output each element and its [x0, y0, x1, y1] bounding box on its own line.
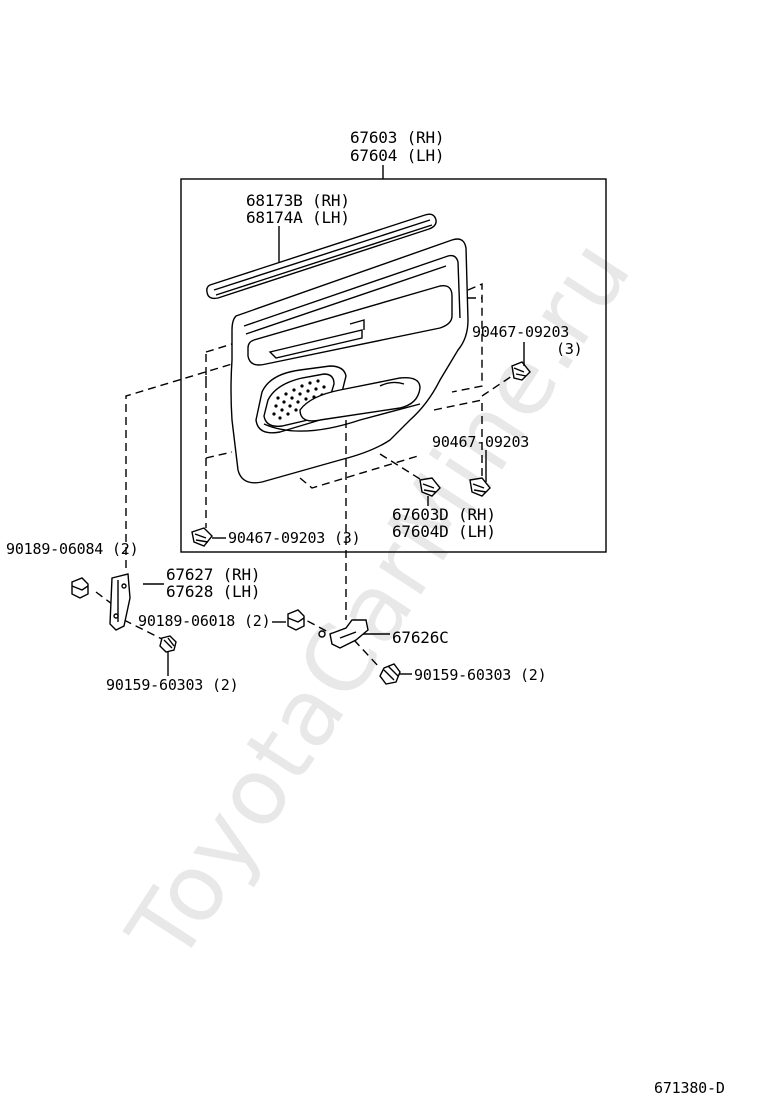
label-bracket-rh: 67627 (RH) [166, 565, 261, 584]
screw-left [159, 635, 177, 653]
diagram-code: 671380-D [654, 1079, 725, 1097]
label-bracket-lh: 67628 (LH) [166, 582, 261, 601]
label-screw-right: 90159-60303 (2) [414, 666, 547, 684]
label-nut-clip-left: 90189-06084 (2) [6, 540, 139, 558]
clip-bottom-left [191, 527, 213, 547]
bracket-center [318, 619, 369, 649]
label-clip-right-mid: 90467-09203 [432, 433, 530, 451]
clip-right-top [511, 361, 531, 381]
bracket-left [109, 573, 131, 631]
label-clip-right-top-qty: (3) [556, 340, 583, 358]
label-weatherstrip-rh: 68173B (RH) [246, 191, 350, 210]
assembly-frame [180, 178, 607, 553]
label-panel-lh: 67604 (LH) [350, 146, 445, 165]
label-screw-left: 90159-60303 (2) [106, 676, 239, 694]
label-bracket-center: 67626C [392, 628, 449, 647]
speaker-grille [272, 379, 326, 420]
nut-clip-center [287, 609, 305, 631]
label-weatherstrip-lh: 68174A (LH) [246, 208, 350, 227]
label-clip-bottom-rh: 67603D (RH) [392, 505, 496, 524]
label-clip-bottom-lh: 67604D (LH) [392, 522, 496, 541]
label-clip-right-top: 90467-09203 [472, 323, 570, 341]
label-panel-rh: 67603 (RH) [350, 128, 445, 147]
clip-right-mid [469, 477, 491, 497]
door-trim-panel [230, 238, 469, 484]
label-nut-clip-center: 90189-06018 (2) [138, 612, 271, 630]
nut-clip-left [71, 577, 89, 599]
clip-bottom-center [419, 477, 441, 497]
screw-right [379, 663, 401, 685]
label-clip-bottom-left: 90467-09203 (3) [228, 529, 361, 547]
weatherstrip [206, 213, 437, 300]
